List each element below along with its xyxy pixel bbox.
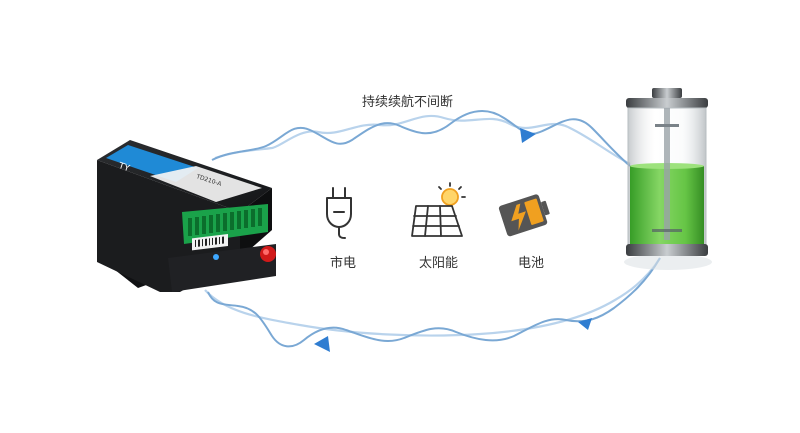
- label-solar-power: 太阳能: [419, 256, 459, 271]
- power-plug-icon: [326, 187, 352, 239]
- loop-path-lower: [204, 257, 661, 337]
- solar-panel-icon: [411, 182, 466, 237]
- label-battery-power: 电池: [518, 256, 545, 271]
- label-mains-power: 市电: [330, 256, 357, 271]
- flow-loop: [204, 109, 661, 352]
- flow-arrow-upper: [520, 128, 536, 143]
- battery-cap-top: [626, 98, 708, 108]
- device-base: [168, 244, 276, 292]
- flow-arrow-lower-right: [578, 318, 592, 330]
- battery-shadow: [624, 254, 712, 270]
- terminal-screws: [188, 208, 262, 236]
- gateway-device: TY TD210-A: [97, 140, 276, 292]
- battery-bottom-bar: [652, 229, 682, 232]
- battery-cap-bottom: [626, 244, 708, 256]
- headline-text: 持续续航不间断: [362, 95, 454, 110]
- battery-electrode: [664, 108, 670, 240]
- flow-arrow-lower-left: [314, 336, 330, 352]
- battery-charging-icon: [498, 194, 550, 237]
- battery-nub: [652, 88, 682, 98]
- red-antenna-highlight: [263, 249, 269, 255]
- loop-path-upper: [214, 114, 631, 165]
- status-led-blue: [213, 254, 219, 260]
- battery-plus-bar: [655, 124, 679, 127]
- device-white-label: [150, 166, 262, 202]
- loop-path-upper-wave: [211, 109, 631, 167]
- glass-battery: [624, 88, 712, 270]
- barcode-lines: [195, 236, 224, 248]
